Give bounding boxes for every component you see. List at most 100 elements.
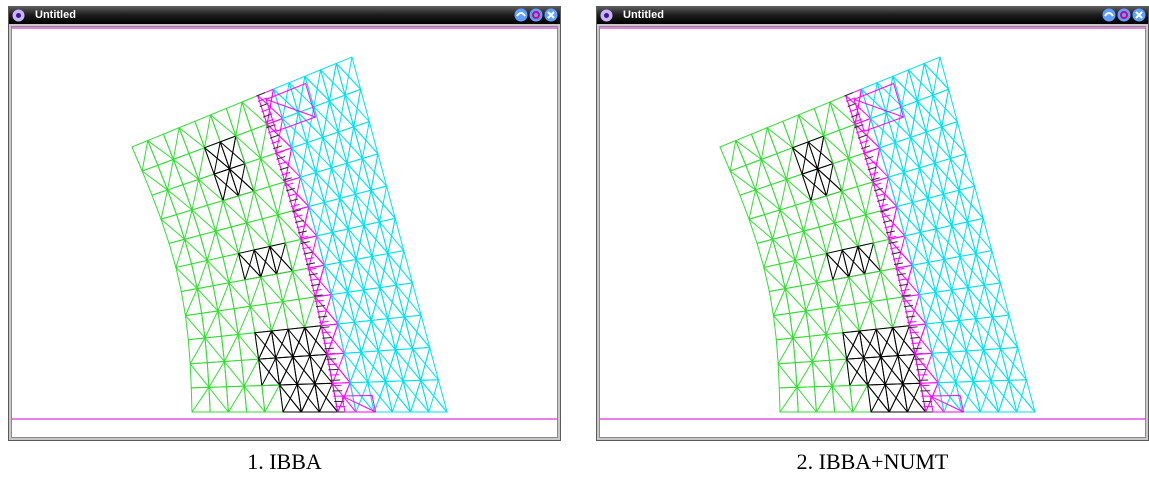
title-bar[interactable]: Untitled	[597, 7, 1148, 24]
mesh-refinement	[937, 381, 963, 413]
mesh-refinement	[346, 158, 372, 195]
app-icon[interactable]	[12, 9, 25, 22]
mesh-refinement	[420, 379, 448, 413]
mesh-refinement	[955, 381, 981, 413]
mesh-refinement	[370, 185, 396, 222]
mesh-refinement	[967, 285, 993, 319]
mesh-refinement	[983, 348, 1010, 382]
mesh-refinement	[910, 131, 936, 168]
boundary-strip	[880, 209, 890, 213]
mesh-refinement	[371, 253, 397, 288]
mesh-refinement	[347, 225, 373, 260]
mesh-refinement	[284, 177, 310, 211]
mesh-refinement	[842, 330, 865, 360]
boundary-strip	[312, 289, 322, 292]
mesh-refinement	[885, 106, 912, 143]
mesh-refinement	[879, 142, 905, 178]
boundary-strip	[320, 326, 330, 329]
boundary-strip	[296, 225, 306, 229]
mesh-refinement	[912, 198, 937, 233]
mesh-refinement	[395, 282, 422, 318]
mesh-cell	[212, 282, 235, 312]
mesh-cell	[832, 276, 856, 307]
mesh-refinement	[931, 351, 957, 383]
mesh-refinement	[943, 190, 968, 226]
boundary-strip	[867, 166, 877, 171]
mesh-refinement	[331, 292, 355, 325]
mesh-refinement	[967, 218, 993, 254]
mesh-refinement	[254, 330, 277, 360]
drawing-canvas[interactable]	[599, 26, 1146, 438]
mesh-cell	[796, 386, 817, 413]
boundary-strip	[292, 209, 302, 213]
close-icon[interactable]	[544, 8, 558, 22]
mesh-refinement	[896, 265, 920, 298]
mesh-refinement	[204, 141, 230, 175]
magenta-block	[929, 395, 965, 413]
mesh-refinement	[959, 253, 985, 288]
mesh-refinement	[292, 206, 318, 240]
mesh-refinement	[888, 235, 913, 269]
mesh-refinement	[958, 185, 984, 222]
mesh-refinement	[917, 95, 943, 133]
boundary-strip	[904, 310, 915, 313]
mesh-refinement	[950, 153, 975, 191]
boundary-strip	[907, 320, 917, 324]
mesh-refinement	[966, 349, 992, 382]
minimize-icon[interactable]	[1102, 8, 1116, 22]
boundary-strip	[866, 161, 876, 166]
mesh-refinement	[867, 384, 890, 413]
title-bar[interactable]: Untitled	[9, 7, 560, 24]
boundary-strip	[861, 145, 871, 150]
mesh-refinement	[385, 380, 411, 413]
mesh-refinement	[404, 315, 431, 349]
mesh-refinement	[238, 249, 262, 281]
mesh-refinement	[908, 63, 934, 102]
boundary-strip	[878, 203, 888, 208]
boundary-strip	[299, 235, 309, 239]
mesh-refinement	[219, 135, 246, 169]
mesh-refinement	[229, 163, 255, 196]
boundary-strip	[900, 289, 910, 292]
mesh-refinement	[353, 121, 379, 159]
minimize-icon[interactable]	[514, 8, 528, 22]
mesh-refinement	[846, 357, 868, 386]
close-icon[interactable]	[1132, 8, 1146, 22]
maximize-icon[interactable]	[529, 8, 543, 22]
boundary-strip	[857, 134, 867, 139]
mesh-refinement	[306, 137, 332, 173]
mesh-cell	[206, 256, 230, 287]
mesh-cell	[848, 273, 872, 305]
boundary-strip	[316, 310, 327, 313]
maximize-icon[interactable]	[1117, 8, 1131, 22]
mesh-refinement	[925, 322, 950, 354]
boundary-strip	[883, 219, 893, 223]
mesh-refinement	[870, 112, 896, 148]
app-icon[interactable]	[600, 9, 613, 22]
mesh-refinement	[347, 289, 372, 323]
boundary-strip	[326, 358, 337, 360]
mesh-cell	[189, 362, 210, 389]
mesh-refinement	[331, 163, 356, 199]
mesh-refinement	[339, 259, 365, 293]
boundary-strip	[324, 347, 334, 350]
mesh-cell	[794, 256, 818, 287]
boundary-strip	[303, 251, 313, 255]
boundary-strip	[864, 155, 874, 160]
boundary-strip	[309, 278, 319, 281]
mesh-refinement	[863, 356, 886, 386]
mesh-refinement	[314, 294, 339, 326]
drawing-canvas[interactable]	[11, 26, 558, 438]
mesh-refinement	[271, 329, 294, 359]
mesh-refinement	[288, 76, 315, 113]
mesh-refinement	[826, 249, 850, 281]
mesh-refinement	[901, 100, 927, 138]
mesh-refinement	[253, 246, 278, 278]
mesh-refinement	[314, 383, 339, 413]
mesh-refinement	[337, 126, 363, 164]
mesh-refinement	[304, 325, 328, 356]
figure-caption: 1. IBBA	[247, 449, 322, 474]
boundary-strip	[862, 150, 872, 155]
mesh-refinement	[324, 198, 349, 233]
boundary-strip	[884, 225, 894, 229]
